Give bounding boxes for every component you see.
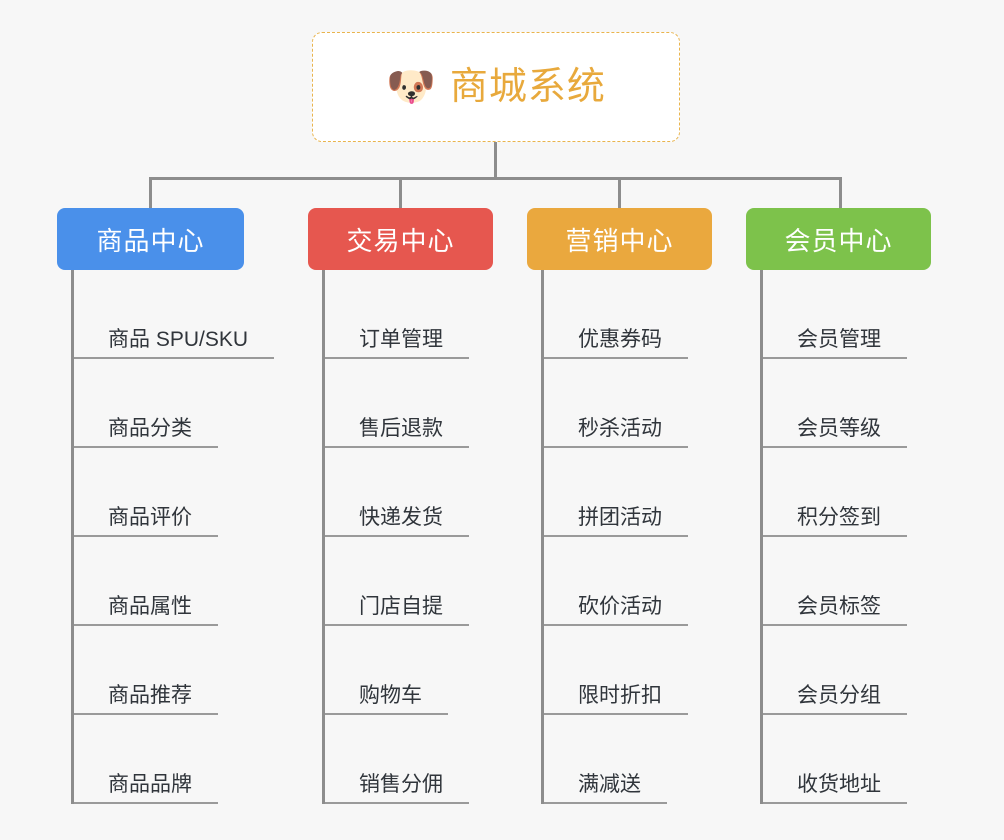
category-header-member-center[interactable]: 会员中心	[746, 208, 931, 270]
leaf-item-label: 订单管理	[325, 328, 469, 359]
leaf-item-label: 售后退款	[325, 417, 469, 448]
leaf-item[interactable]: 快递发货	[325, 448, 528, 537]
leaf-item-label: 商品属性	[74, 595, 218, 626]
leaf-item-label: 商品品牌	[74, 773, 218, 804]
leaf-item-label: 门店自提	[325, 595, 469, 626]
leaf-item-label: 限时折扣	[544, 684, 688, 715]
leaf-item-label: 销售分佣	[325, 773, 469, 804]
leaf-list-marketing-center: 优惠券码 秒杀活动 拼团活动 砍价活动 限时折扣 满减送	[541, 270, 747, 804]
leaf-item[interactable]: 商品品牌	[74, 715, 297, 804]
leaf-item-label: 会员标签	[763, 595, 907, 626]
leaf-item-label: 满减送	[544, 773, 667, 804]
branch-product-center: 商品中心 商品 SPU/SKU 商品分类 商品评价 商品属性 商品推荐 商品品牌	[57, 208, 297, 804]
leaf-item[interactable]: 秒杀活动	[544, 359, 747, 448]
connector-root-stem	[494, 142, 497, 179]
leaf-list-product-center: 商品 SPU/SKU 商品分类 商品评价 商品属性 商品推荐 商品品牌	[71, 270, 297, 804]
leaf-item-label: 快递发货	[325, 506, 469, 537]
leaf-item[interactable]: 积分签到	[763, 448, 966, 537]
leaf-item-label: 商品分类	[74, 417, 218, 448]
leaf-item[interactable]: 拼团活动	[544, 448, 747, 537]
category-header-marketing-center[interactable]: 营销中心	[527, 208, 712, 270]
leaf-item[interactable]: 商品评价	[74, 448, 297, 537]
branch-trade-center: 交易中心 订单管理 售后退款 快递发货 门店自提 购物车 销售分佣	[308, 208, 528, 804]
connector-leg-member-center	[839, 177, 842, 208]
leaf-item[interactable]: 商品属性	[74, 537, 297, 626]
leaf-item-label: 会员管理	[763, 328, 907, 359]
leaf-item[interactable]: 会员等级	[763, 359, 966, 448]
connector-leg-product-center	[149, 177, 152, 208]
leaf-item[interactable]: 优惠券码	[544, 270, 747, 359]
leaf-item[interactable]: 商品 SPU/SKU	[74, 270, 297, 359]
branch-marketing-center: 营销中心 优惠券码 秒杀活动 拼团活动 砍价活动 限时折扣 满减送	[527, 208, 747, 804]
shiba-dog-face-icon: 🐶	[386, 65, 436, 109]
leaf-item[interactable]: 会员分组	[763, 626, 966, 715]
leaf-item[interactable]: 商品分类	[74, 359, 297, 448]
leaf-item[interactable]: 会员管理	[763, 270, 966, 359]
leaf-item[interactable]: 订单管理	[325, 270, 528, 359]
leaf-item-label: 商品 SPU/SKU	[74, 328, 275, 359]
leaf-item-label: 收货地址	[763, 773, 907, 804]
leaf-item[interactable]: 会员标签	[763, 537, 966, 626]
category-header-product-center[interactable]: 商品中心	[57, 208, 244, 270]
leaf-item[interactable]: 限时折扣	[544, 626, 747, 715]
leaf-item-label: 商品推荐	[74, 684, 218, 715]
category-header-trade-center[interactable]: 交易中心	[308, 208, 493, 270]
connector-leg-marketing-center	[618, 177, 621, 208]
leaf-item-label: 会员等级	[763, 417, 907, 448]
leaf-list-member-center: 会员管理 会员等级 积分签到 会员标签 会员分组 收货地址	[760, 270, 966, 804]
connector-leg-trade-center	[399, 177, 402, 208]
leaf-item[interactable]: 售后退款	[325, 359, 528, 448]
leaf-item-label: 砍价活动	[544, 595, 688, 626]
leaf-item-label: 优惠券码	[544, 328, 688, 359]
root-node-title: 商城系统	[449, 66, 606, 108]
leaf-item[interactable]: 门店自提	[325, 537, 528, 626]
root-node-shop-system[interactable]: 🐶 商城系统	[312, 32, 680, 142]
leaf-item[interactable]: 砍价活动	[544, 537, 747, 626]
leaf-item[interactable]: 销售分佣	[325, 715, 528, 804]
leaf-item-label: 拼团活动	[544, 506, 688, 537]
connector-horizontal-bus	[149, 177, 842, 180]
leaf-item[interactable]: 商品推荐	[74, 626, 297, 715]
leaf-item[interactable]: 购物车	[325, 626, 528, 715]
leaf-list-trade-center: 订单管理 售后退款 快递发货 门店自提 购物车 销售分佣	[322, 270, 528, 804]
branch-member-center: 会员中心 会员管理 会员等级 积分签到 会员标签 会员分组 收货地址	[746, 208, 966, 804]
leaf-item-label: 秒杀活动	[544, 417, 688, 448]
leaf-item-label: 会员分组	[763, 684, 907, 715]
leaf-item-label: 商品评价	[74, 506, 218, 537]
leaf-item[interactable]: 满减送	[544, 715, 747, 804]
leaf-item-label: 积分签到	[763, 506, 907, 537]
leaf-item-label: 购物车	[325, 684, 448, 715]
leaf-item[interactable]: 收货地址	[763, 715, 966, 804]
